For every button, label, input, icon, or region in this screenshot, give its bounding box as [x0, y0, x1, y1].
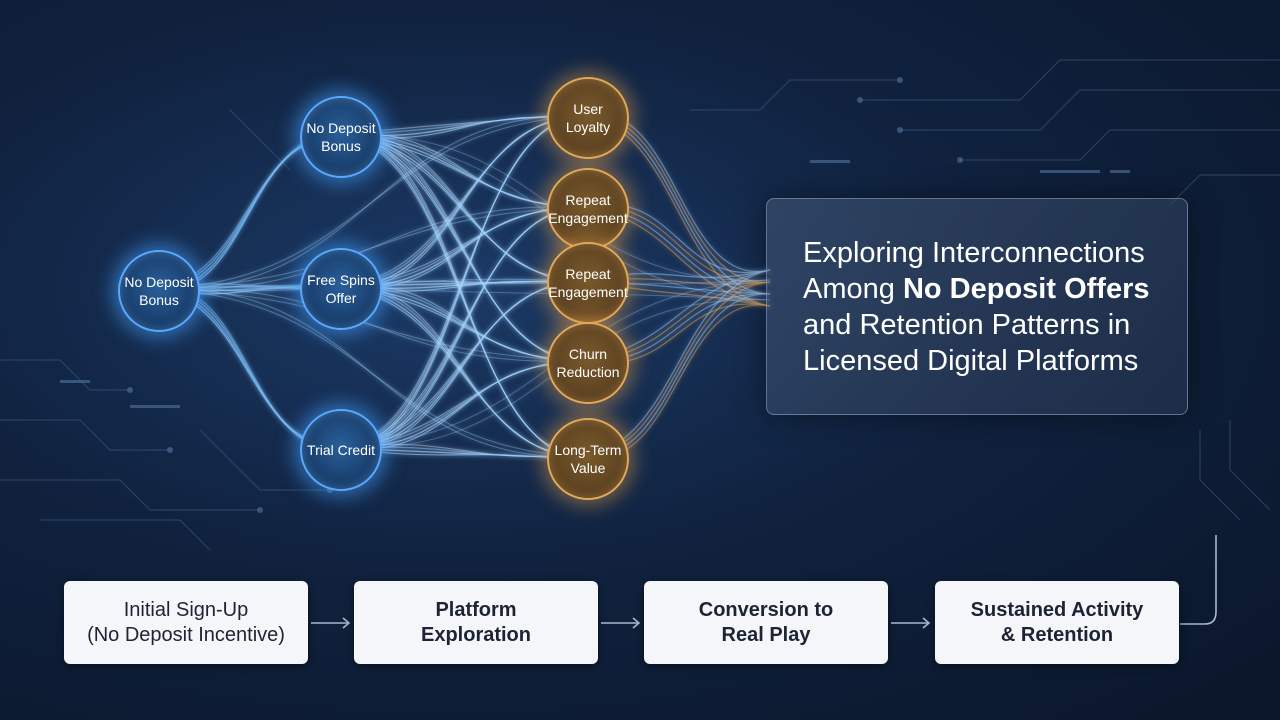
node-label: Long-Term Value — [554, 442, 622, 476]
step-subtitle: Real Play — [721, 623, 811, 646]
connection-strand — [338, 134, 587, 287]
node-free-spins-offer: Free Spins Offer — [300, 248, 382, 330]
step-title: Conversion to — [698, 598, 834, 621]
title-line-2-bold: No Deposit Offers — [902, 273, 1150, 305]
step-subtitle: (No Deposit Incentive) — [87, 623, 285, 646]
node-no-deposit-bonus-left: No Deposit Bonus — [118, 250, 200, 332]
loop-connector — [1180, 535, 1217, 625]
step-title: Initial Sign-Up — [123, 598, 249, 621]
node-label: No Deposit Bonus — [124, 274, 194, 308]
arrow-right-icon — [311, 617, 351, 629]
node-label: Repeat Engagement — [548, 266, 628, 300]
step-title: Sustained Activity — [970, 598, 1144, 621]
title-line-2-lead: Among — [803, 273, 903, 305]
step-subtitle: Exploration — [420, 623, 531, 646]
connection-strand — [338, 202, 587, 449]
arrow-right-icon — [891, 617, 931, 629]
node-repeat-engagement-1: Repeat Engagement — [547, 168, 629, 250]
node-label: Free Spins Offer — [307, 272, 375, 306]
title-line-2: Among No Deposit Offers — [803, 271, 1167, 307]
connection-strand — [156, 288, 587, 362]
connection-strand — [156, 115, 587, 290]
flow-step-platform-exploration: Platform Exploration — [354, 581, 598, 664]
step-title: Platform — [435, 598, 517, 621]
flow-step-conversion: Conversion to Real Play — [644, 581, 888, 664]
node-churn-reduction: Churn Reduction — [547, 322, 629, 404]
flow-step-sustained-activity: Sustained Activity & Retention — [935, 581, 1179, 664]
node-label: No Deposit Bonus — [306, 120, 376, 154]
arrow-right-icon — [601, 617, 641, 629]
connection-strand — [156, 288, 587, 458]
node-label: Churn Reduction — [556, 346, 620, 380]
step-subtitle: & Retention — [1000, 623, 1114, 646]
node-trial-credit: Trial Credit — [300, 409, 382, 491]
title-card: Exploring Interconnections Among No Depo… — [766, 198, 1188, 415]
connection-strand — [338, 134, 587, 463]
node-no-deposit-bonus: No Deposit Bonus — [300, 96, 382, 178]
title-line-3: and Retention Patterns in — [803, 309, 1131, 341]
flow-step-initial-sign-up: Initial Sign-Up (No Deposit Incentive) — [64, 581, 308, 664]
title-line-1: Exploring Interconnections — [803, 237, 1145, 269]
node-label: User Loyalty — [565, 101, 611, 135]
node-label: Trial Credit — [307, 442, 375, 458]
title-line-4: Licensed Digital Platforms — [803, 345, 1139, 377]
connection-strand — [338, 286, 587, 463]
node-label: Repeat Engagement — [548, 192, 628, 226]
node-user-loyalty: User Loyalty — [547, 77, 629, 159]
node-repeat-engagement-2: Repeat Engagement — [547, 242, 629, 324]
node-long-term-value: Long-Term Value — [547, 418, 629, 500]
